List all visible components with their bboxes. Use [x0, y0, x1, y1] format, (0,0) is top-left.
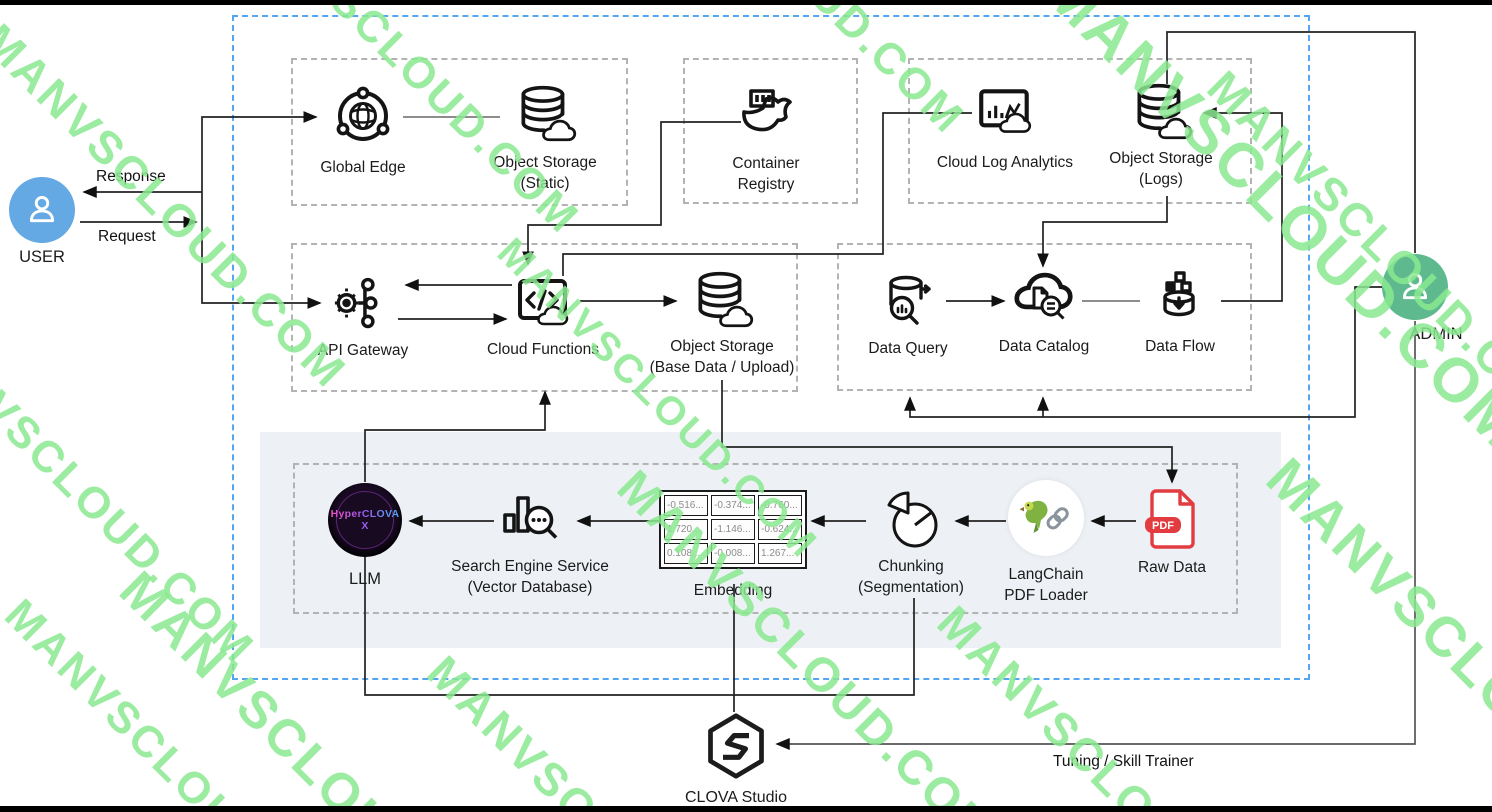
person-icon — [29, 195, 55, 223]
user-avatar — [9, 177, 75, 243]
pdf-file-icon: PDF — [1145, 489, 1195, 549]
node-global-edge: Global Edge — [283, 85, 443, 178]
clova-studio-icon — [708, 713, 764, 779]
node-sublabel: (Logs) — [1139, 171, 1183, 188]
pdf-badge: PDF — [1152, 520, 1174, 532]
matrix-cell: 1.267... — [758, 543, 802, 564]
search-engine-icon — [503, 496, 558, 539]
object-storage-icon — [512, 82, 578, 148]
node-label: API Gateway — [317, 342, 409, 359]
node-data-catalog: Data Catalog — [964, 270, 1124, 357]
node-cloud-functions: Cloud Functions — [463, 272, 623, 360]
node-label: Cloud Functions — [486, 341, 599, 358]
api-gateway-icon — [334, 277, 378, 329]
node-label: Data Query — [868, 340, 948, 357]
data-flow-icon — [1163, 271, 1195, 317]
user-actor: USER — [9, 177, 75, 268]
node-label: Object Storage — [493, 154, 597, 171]
bottom-border-bar — [0, 806, 1492, 812]
tuning-label: Tuning / Skill Trainer — [1053, 753, 1194, 770]
node-langchain: LangChain PDF Loader — [966, 480, 1126, 606]
node-label: Object Storage — [1109, 150, 1213, 167]
node-sublabel: (Base Data / Upload) — [649, 359, 795, 376]
hyperclova-icon: HyperCLOVA X — [328, 483, 402, 557]
node-object-storage-logs: Object Storage (Logs) — [1081, 80, 1241, 190]
node-label: Container — [732, 155, 800, 172]
node-llm: HyperCLOVA X LLM — [285, 483, 445, 590]
embedding-matrix: -0.516... -0.374... -0.760... 1.720... -… — [659, 490, 807, 569]
person-icon — [1402, 272, 1428, 300]
node-sublabel: PDF Loader — [1004, 587, 1088, 604]
node-label: Cloud Log Analytics — [936, 154, 1074, 171]
node-data-query: Data Query — [828, 272, 988, 359]
admin-actor: ADMIN — [1382, 254, 1463, 345]
node-label: Data Catalog — [998, 338, 1090, 355]
node-label: Chunking — [878, 558, 944, 575]
node-sublabel: (Segmentation) — [858, 579, 964, 596]
node-object-storage-base: Object Storage (Base Data / Upload) — [627, 268, 817, 378]
user-label: USER — [19, 248, 65, 266]
node-label: LLM — [348, 570, 382, 588]
node-label: Search Engine Service — [451, 558, 609, 575]
matrix-cell: -0.624... — [758, 519, 802, 540]
matrix-cell: -0.516... — [664, 495, 708, 516]
node-api-gateway: API Gateway — [283, 272, 443, 361]
node-object-storage-static: Object Storage (Static) — [465, 82, 625, 194]
node-label: Global Edge — [320, 159, 406, 176]
request-label: Request — [98, 228, 156, 245]
node-raw-data: PDF Raw Data — [1092, 488, 1252, 578]
node-embedding: -0.516... -0.374... -0.760... 1.720... -… — [653, 490, 813, 601]
node-search-engine: Search Engine Service (Vector Database) — [435, 488, 625, 598]
object-storage-icon — [689, 268, 755, 334]
object-storage-icon — [1128, 80, 1194, 146]
parrot-and-link-icon — [1019, 500, 1069, 533]
node-chunking: Chunking (Segmentation) — [831, 487, 991, 598]
top-border-bar — [0, 0, 1492, 5]
node-label: LangChain — [1008, 566, 1084, 583]
node-data-flow: Data Flow — [1100, 270, 1260, 357]
matrix-cell: -0.374... — [711, 495, 755, 516]
admin-label: ADMIN — [1409, 325, 1463, 343]
cloud-functions-icon — [518, 279, 569, 326]
hyperclova-wordmark: HyperCLOVA X — [328, 508, 402, 532]
langchain-icon — [1008, 480, 1084, 556]
data-catalog-icon — [1012, 270, 1076, 320]
node-label: Embedding — [693, 582, 773, 599]
node-container-registry: Container Registry — [686, 86, 846, 195]
node-sublabel: (Vector Database) — [467, 579, 593, 596]
node-sublabel: Registry — [737, 176, 795, 193]
node-clova-studio: CLOVA Studio — [656, 712, 816, 808]
matrix-cell: 0.108... — [664, 543, 708, 564]
matrix-cell: -0.760... — [758, 495, 802, 516]
node-label: Object Storage — [670, 338, 774, 355]
matrix-cell: -0.008... — [711, 543, 755, 564]
node-cloud-log-analytics: Cloud Log Analytics — [915, 84, 1095, 173]
response-label: Response — [96, 168, 166, 185]
matrix-cell: 1.720... — [664, 519, 708, 540]
admin-avatar — [1382, 254, 1448, 320]
log-analytics-icon — [979, 89, 1032, 133]
node-label: Raw Data — [1137, 559, 1207, 576]
chunking-icon — [887, 491, 938, 548]
matrix-cell: -1.146... — [711, 519, 755, 540]
docker-whale-icon — [742, 89, 792, 132]
watermark-text: MANVSCLOUD.COM — [0, 305, 264, 674]
node-label: CLOVA Studio — [685, 789, 787, 806]
node-sublabel: (Static) — [520, 175, 570, 192]
node-label: Data Flow — [1145, 338, 1215, 355]
global-edge-icon — [336, 86, 390, 141]
data-query-icon — [889, 275, 931, 325]
